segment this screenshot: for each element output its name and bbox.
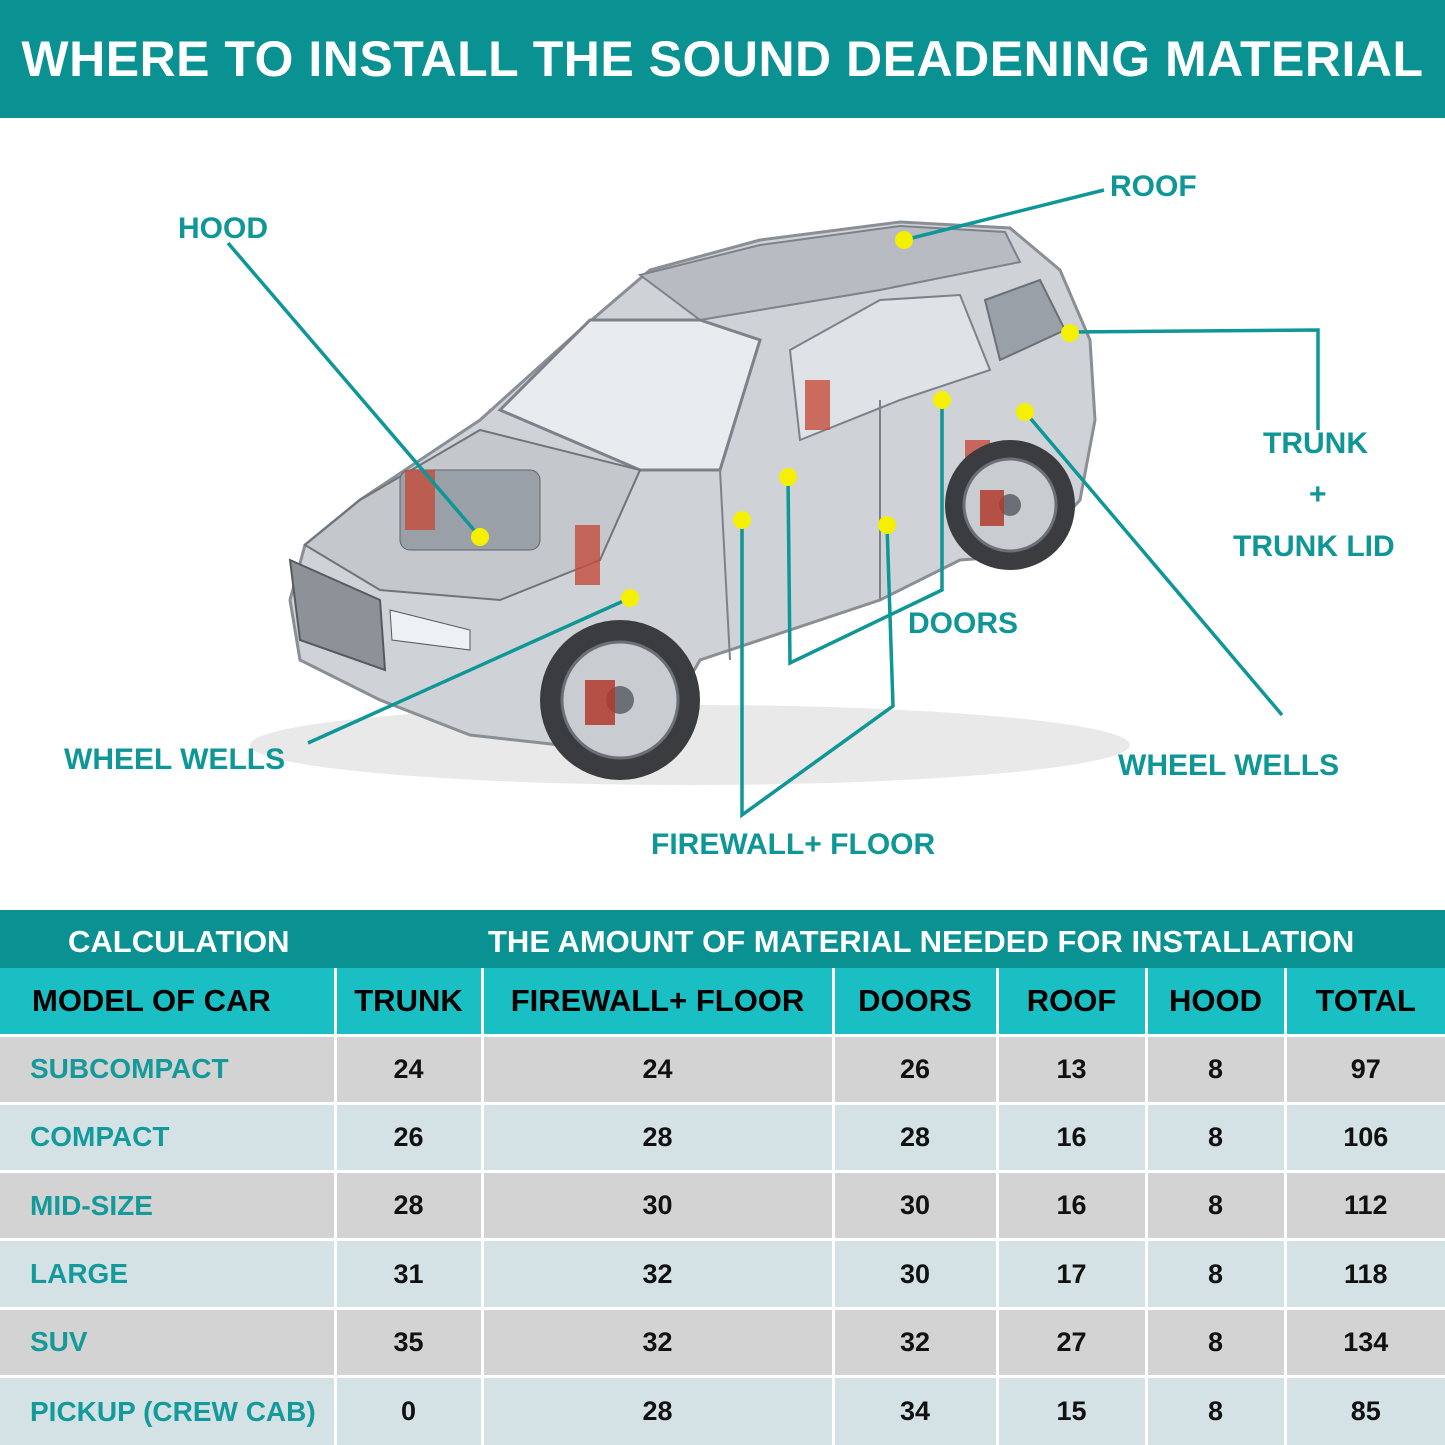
table-cell: 28	[335, 1170, 484, 1240]
table-cell: 134	[1285, 1306, 1445, 1377]
table-cell: 32	[482, 1306, 835, 1377]
table-cell: SUBCOMPACT	[0, 1033, 337, 1104]
table-cell: 16	[997, 1170, 1148, 1240]
table-cell: 26	[833, 1033, 999, 1104]
column-header: DOORS	[833, 968, 999, 1035]
table-cell: 28	[482, 1375, 835, 1445]
table-cell: 28	[482, 1101, 835, 1172]
label-wheel-wells-left: WHEEL WELLS	[64, 743, 286, 776]
table-cell: LARGE	[0, 1238, 337, 1309]
column-header: MODEL OF CAR	[0, 968, 337, 1035]
column-header: FIREWALL+ FLOOR	[482, 968, 835, 1035]
table-cell: 13	[997, 1033, 1148, 1104]
table-cell: 112	[1285, 1170, 1445, 1240]
label-roof: ROOF	[1110, 170, 1197, 203]
label-doors: DOORS	[908, 607, 1019, 640]
page-title: WHERE TO INSTALL THE SOUND DEADENING MAT…	[0, 0, 1445, 118]
table-cell: 85	[1285, 1375, 1445, 1445]
label-trunk-lid: TRUNK LID	[1233, 530, 1395, 563]
table-cell: 24	[482, 1033, 835, 1104]
table-cell: 34	[833, 1375, 999, 1445]
table-cell: 8	[1146, 1306, 1287, 1377]
table-cell: 8	[1146, 1033, 1287, 1104]
table-cell: 24	[335, 1033, 484, 1104]
car-diagram: HOOD ROOF TRUNK + TRUNK LID DOORS WHEEL …	[0, 118, 1445, 908]
table-cell: SUV	[0, 1306, 337, 1377]
table-cell: PICKUP (CREW CAB)	[0, 1375, 337, 1445]
table-cell: 28	[833, 1101, 999, 1172]
column-header: ROOF	[997, 968, 1148, 1035]
table-row: PICKUP (CREW CAB) 0 28 34 15 8 85	[0, 1375, 1445, 1445]
table-cell: 30	[833, 1238, 999, 1309]
table-cell: 32	[482, 1238, 835, 1309]
location-markers	[471, 231, 1079, 607]
table-cell: 8	[1146, 1101, 1287, 1172]
table-row: SUV 35 32 32 27 8 134	[0, 1306, 1445, 1377]
table-row: SUBCOMPACT 24 24 26 13 8 97	[0, 1033, 1445, 1104]
table-cell: 17	[997, 1238, 1148, 1309]
table-cell: 8	[1146, 1375, 1287, 1445]
calculation-bar: CALCULATION THE AMOUNT OF MATERIAL NEEDE…	[0, 910, 1445, 968]
table-cell: 97	[1285, 1033, 1445, 1104]
table-row: MID-SIZE 28 30 30 16 8 112	[0, 1170, 1445, 1240]
table-cell: 32	[833, 1306, 999, 1377]
table-cell: MID-SIZE	[0, 1170, 337, 1240]
table-cell: 8	[1146, 1170, 1287, 1240]
material-amount-label: THE AMOUNT OF MATERIAL NEEDED FOR INSTAL…	[488, 924, 1355, 959]
table-cell: 27	[997, 1306, 1148, 1377]
car-illustration	[226, 188, 1320, 819]
column-header: TRUNK	[335, 968, 484, 1035]
calculation-label: CALCULATION	[68, 924, 290, 959]
table-cell: 30	[482, 1170, 835, 1240]
column-header: TOTAL	[1285, 968, 1445, 1035]
label-firewall-floor: FIREWALL+ FLOOR	[651, 828, 936, 861]
table-cell: 26	[335, 1101, 484, 1172]
table-cell: 106	[1285, 1101, 1445, 1172]
callout-lines	[226, 188, 1320, 819]
table-cell: 0	[335, 1375, 484, 1445]
table-cell: 16	[997, 1101, 1148, 1172]
table-cell: 15	[997, 1375, 1148, 1445]
material-table: MODEL OF CAR TRUNK FIREWALL+ FLOOR DOORS…	[0, 968, 1445, 1445]
table-cell: 30	[833, 1170, 999, 1240]
label-trunk: TRUNK	[1263, 427, 1368, 460]
table-row: LARGE 31 32 30 17 8 118	[0, 1238, 1445, 1309]
table-cell: 8	[1146, 1238, 1287, 1309]
label-wheel-wells-right: WHEEL WELLS	[1118, 749, 1340, 782]
table-cell: 118	[1285, 1238, 1445, 1309]
label-hood: HOOD	[178, 212, 268, 245]
table-cell: COMPACT	[0, 1101, 337, 1172]
table-row: COMPACT 26 28 28 16 8 106	[0, 1101, 1445, 1172]
label-trunk-plus: +	[1309, 478, 1327, 511]
table-header-row: MODEL OF CAR TRUNK FIREWALL+ FLOOR DOORS…	[0, 968, 1445, 1035]
table-cell: 31	[335, 1238, 484, 1309]
table-cell: 35	[335, 1306, 484, 1377]
column-header: HOOD	[1146, 968, 1287, 1035]
